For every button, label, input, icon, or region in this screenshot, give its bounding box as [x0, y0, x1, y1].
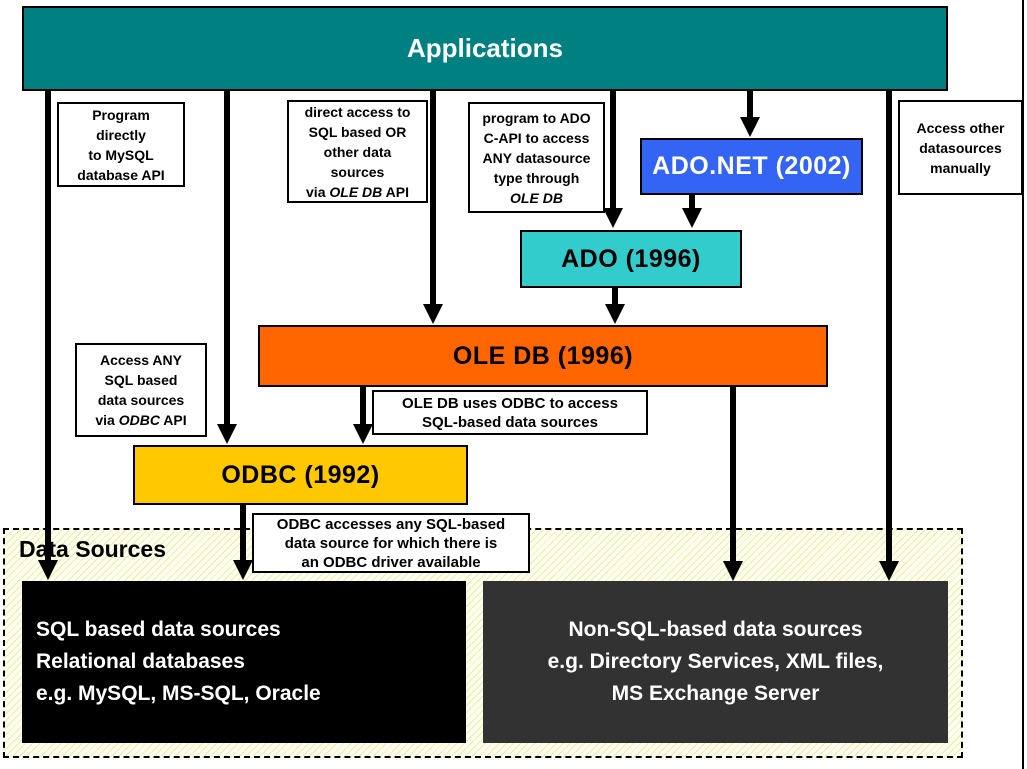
- arrowhead-icon: [353, 424, 373, 444]
- sql-sources-line: Relational databases: [36, 650, 245, 673]
- sql-data-sources-box: SQL based data sources Relational databa…: [22, 581, 466, 743]
- note-line: C-API to access: [483, 129, 590, 146]
- arrowhead-icon: [605, 304, 625, 324]
- note-line: direct access to: [304, 103, 411, 120]
- sql-sources-line: SQL based data sources: [36, 618, 281, 641]
- note-line: data sources: [97, 392, 185, 408]
- applications-bar: Applications: [22, 6, 948, 91]
- note-line: to MySQL: [88, 146, 154, 163]
- note-line: SQL-based data sources: [422, 413, 598, 431]
- ado-box: ADO (1996): [520, 230, 742, 288]
- note-line: OLE DB: [510, 189, 563, 206]
- note-direct-access-oledb: direct access to SQL based OR other data…: [287, 100, 428, 203]
- arrowhead-icon: [217, 424, 237, 444]
- arrow-ado-to-oledb: [612, 288, 618, 306]
- oledb-label: OLE DB (1996): [452, 341, 634, 370]
- note-line: via OLE DB API: [306, 183, 409, 200]
- arrow-apps-to-sql-sources: [45, 91, 51, 562]
- note-access-any-odbc: Access ANY SQL based data sources via OD…: [75, 343, 207, 437]
- note-line: manually: [930, 159, 991, 176]
- note-line: ANY datasource: [482, 149, 591, 166]
- arrow-apps-to-oledb: [430, 91, 436, 306]
- adonet-label: ADO.NET (2002): [652, 152, 851, 180]
- arrowhead-icon: [603, 208, 623, 228]
- note-program-ado-capi: program to ADO C-API to access ANY datas…: [468, 102, 605, 213]
- arrow-apps-to-odbc: [224, 91, 230, 426]
- arrow-oledb-to-odbc: [360, 387, 366, 426]
- odbc-box: ODBC (1992): [133, 445, 468, 505]
- non-sql-data-sources-box: Non-SQL-based data sources e.g. Director…: [483, 581, 948, 743]
- arrow-apps-to-adonet: [747, 91, 753, 119]
- note-line: SQL based OR: [308, 123, 407, 140]
- note-line: type through: [493, 169, 580, 186]
- note-line: an ODBC driver available: [301, 553, 481, 571]
- non-sql-sources-line: MS Exchange Server: [611, 682, 820, 705]
- note-odbc-accesses: ODBC accesses any SQL-based data source …: [252, 513, 530, 573]
- note-line: sources: [330, 163, 385, 180]
- note-access-other-manually: Access other datasources manually: [898, 100, 1023, 195]
- arrow-apps-to-nonsql-sources: [886, 91, 892, 563]
- ado-label: ADO (1996): [561, 244, 701, 273]
- arrow-oledb-to-nonsql-sources: [730, 387, 736, 563]
- page-right-border: [1022, 0, 1024, 769]
- arrow-adonet-to-ado: [689, 195, 695, 210]
- applications-label: Applications: [406, 33, 563, 63]
- note-line: Access other: [916, 119, 1005, 136]
- note-line: ODBC accesses any SQL-based: [276, 515, 506, 533]
- note-line: data source for which there is: [284, 534, 498, 552]
- note-line: other data: [323, 143, 392, 160]
- note-line: Access ANY: [100, 352, 182, 368]
- non-sql-sources-line: e.g. Directory Services, XML files,: [547, 650, 884, 673]
- arrowhead-icon: [682, 208, 702, 228]
- arrowhead-icon: [423, 304, 443, 324]
- arrow-apps-to-ado: [610, 91, 616, 210]
- note-line: database API: [77, 166, 165, 183]
- arrowhead-icon: [233, 560, 253, 580]
- note-line: Program: [92, 106, 150, 123]
- odbc-label: ODBC (1992): [221, 460, 380, 489]
- note-program-directly-mysql: Program directly to MySQL database API: [57, 102, 185, 187]
- adonet-box: ADO.NET (2002): [640, 138, 863, 195]
- arrowhead-icon: [740, 117, 760, 137]
- arrow-odbc-to-sql-sources: [240, 505, 246, 562]
- note-line: program to ADO: [482, 109, 591, 126]
- arrowhead-icon: [879, 561, 899, 581]
- note-line: SQL based: [104, 372, 178, 388]
- arrowhead-icon: [723, 561, 743, 581]
- sql-sources-line: e.g. MySQL, MS-SQL, Oracle: [36, 682, 321, 705]
- note-line: OLE DB uses ODBC to access: [402, 394, 618, 412]
- non-sql-sources-line: Non-SQL-based data sources: [568, 618, 863, 641]
- note-line: via ODBC API: [95, 412, 187, 428]
- data-sources-label: Data Sources: [19, 536, 167, 562]
- note-line: datasources: [919, 139, 1002, 156]
- arrowhead-icon: [38, 560, 58, 580]
- oledb-box: OLE DB (1996): [258, 325, 828, 387]
- note-line: directly: [96, 126, 146, 143]
- note-oledb-uses-odbc: OLE DB uses ODBC to access SQL-based dat…: [372, 390, 648, 435]
